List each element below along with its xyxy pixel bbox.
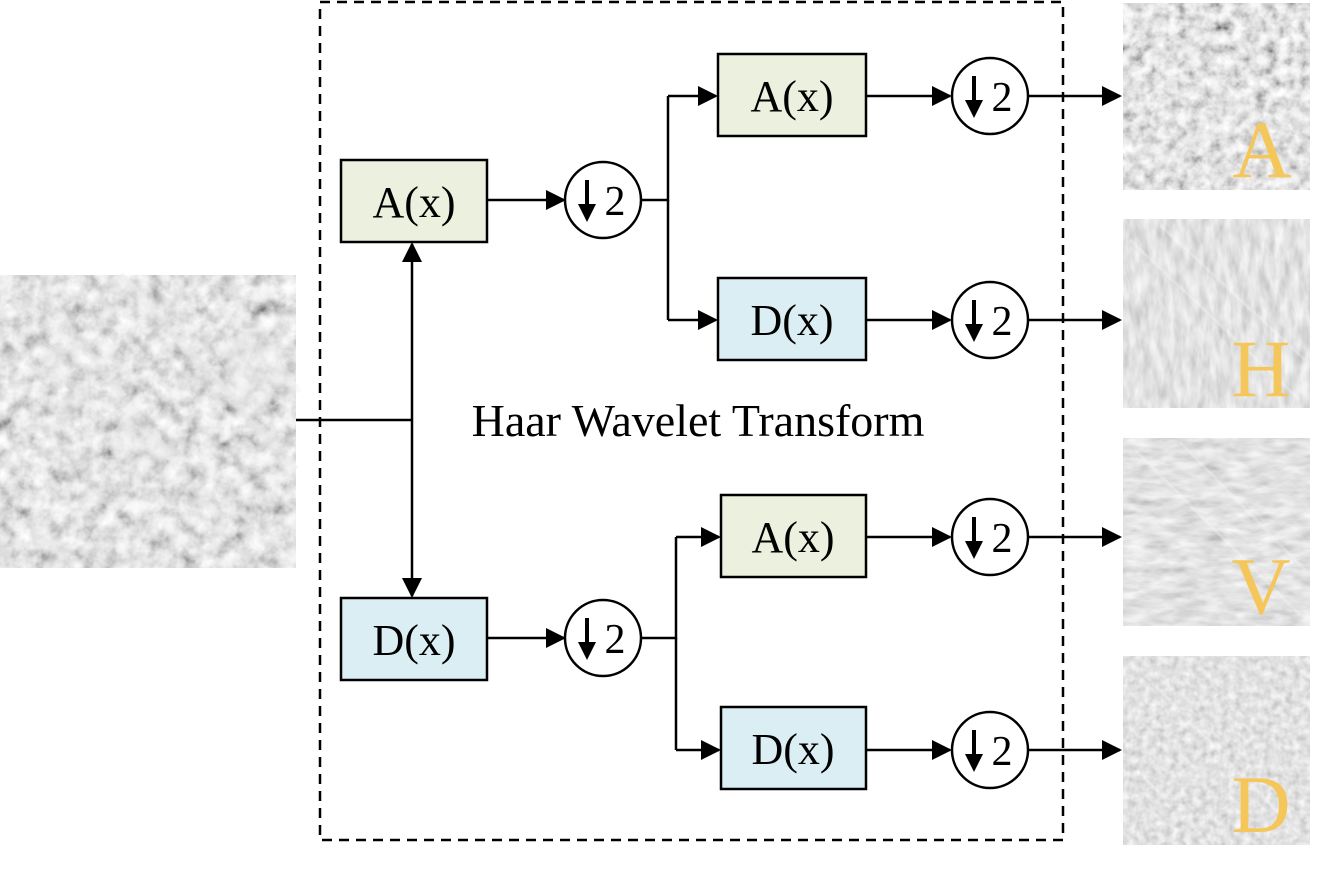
output-band-d: D [1123,656,1310,850]
level1-detail-filter: D(x) [339,596,489,682]
downsample-label: 2 [992,729,1013,775]
band-label: A [1232,104,1291,195]
downsample-node: 2 [950,497,1030,577]
level2-approx-filter: A(x) [719,493,868,579]
downsample-node: 2 [950,56,1030,136]
downsample-label: 2 [605,617,626,663]
down-arrow-icon [578,618,596,660]
level2-detail-filter: D(x) [716,276,868,362]
filter-label: D(x) [372,616,455,665]
down-arrow-icon [578,180,596,222]
input-image [0,272,302,568]
downsample-node: 2 [950,710,1030,790]
down-arrow-icon [965,730,983,772]
branch-line [641,96,670,202]
down-arrow-icon [965,517,983,559]
band-label: D [1231,759,1290,850]
downsample-label: 2 [605,179,626,225]
output-band-h: H [1123,219,1310,414]
downsample-node: 2 [950,280,1030,360]
level2-approx-filter: A(x) [716,52,868,138]
band-label: H [1231,323,1290,414]
downsample-label: 2 [992,299,1013,345]
diagram-title: Haar Wavelet Transform [472,395,925,446]
output-band-v: V [1123,438,1310,632]
downsample-node: 2 [563,160,643,240]
filter-label: A(x) [750,72,833,121]
downsample-label: 2 [992,516,1013,562]
band-label: V [1231,541,1290,632]
filter-label: D(x) [750,296,833,345]
output-band-a: A [1123,2,1310,195]
filter-label: A(x) [751,513,834,562]
branch-line [641,537,678,640]
downsample-node: 2 [563,598,643,678]
level2-detail-filter: D(x) [719,705,868,791]
down-arrow-icon [965,300,983,342]
filter-label: D(x) [751,725,834,774]
down-arrow-icon [965,76,983,118]
downsample-label: 2 [992,75,1013,121]
filter-label: A(x) [372,178,455,227]
level1-approx-filter: A(x) [339,158,489,244]
